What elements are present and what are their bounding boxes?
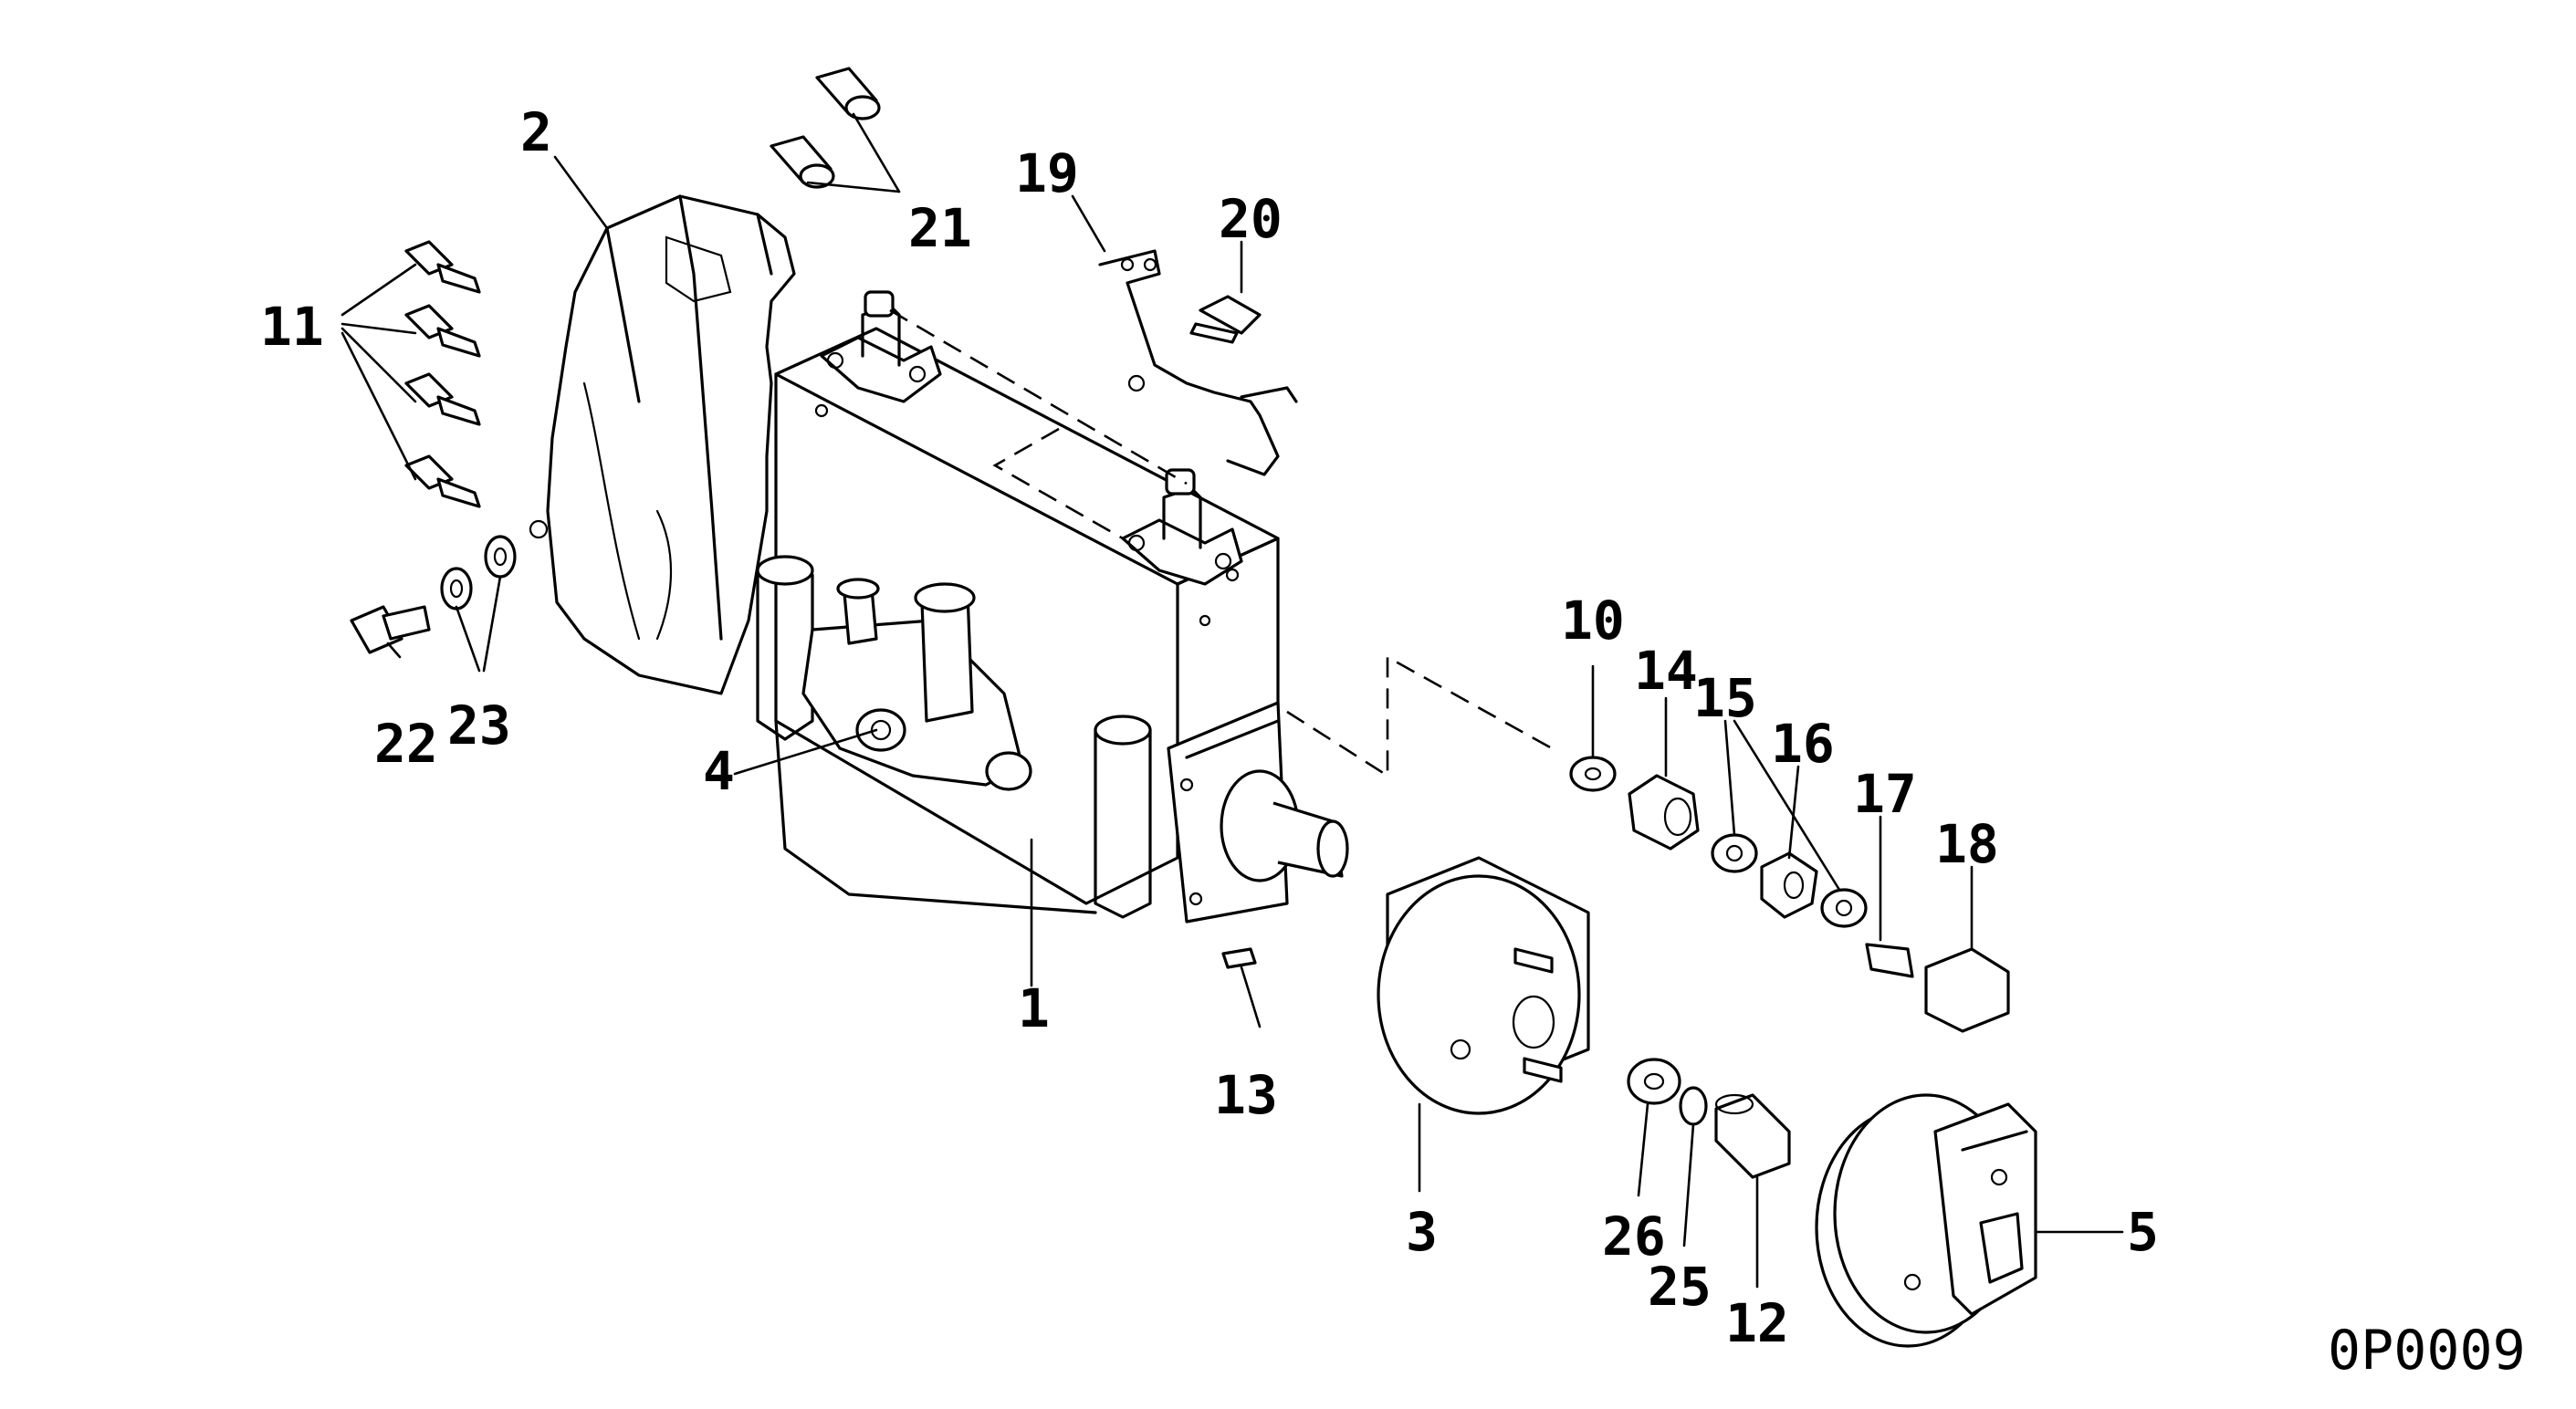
callout-labels: 2 11 21 19 20 22 23 4 1 13 3 10 14 15 16… [260,101,2526,1383]
fitting-icon [404,372,481,426]
callout-26: 26 [1602,1205,1666,1268]
washer-part [1820,888,1868,928]
leader-lines [340,112,2124,1289]
callout-15: 15 [1693,667,1757,729]
callout-20: 20 [1219,188,1283,250]
fitting-icon [404,240,481,294]
callout-12: 12 [1725,1292,1789,1354]
small-parts-row [1569,756,2010,1179]
callout-19: 19 [1015,142,1079,204]
screw-part [1865,943,1914,978]
injection-pump-body-part [756,290,1553,924]
callout-25: 25 [1648,1256,1712,1318]
coupling-part [1815,1093,2037,1348]
timer-plate-part [1377,856,1590,1115]
callout-23: 23 [447,694,511,757]
callout-16: 16 [1771,713,1835,775]
callout-4: 4 [703,740,735,802]
callout-3: 3 [1406,1201,1438,1263]
washer-part [1711,833,1758,873]
callout-11: 11 [260,296,324,358]
nut-part [1628,774,1700,851]
callout-14: 14 [1634,640,1698,702]
callout-21: 21 [908,197,972,259]
nut-part [1760,851,1818,919]
bracket-part [1098,249,1298,476]
plunger-part [1714,1093,1791,1179]
cap-nut-part [1924,947,2010,1033]
washer-part [1627,1058,1681,1105]
callout-22: 22 [374,713,438,775]
washer-part [1569,756,1617,792]
woodruff-key-part [1221,947,1257,969]
connector-fittings-part [404,240,481,508]
figure-code: 0P0009 [2328,1319,2526,1383]
o-ring-part [1679,1086,1708,1126]
callout-5: 5 [2127,1201,2159,1263]
callout-13: 13 [1214,1064,1278,1126]
fitting-icon [404,304,481,358]
feed-pump-part [801,578,1032,791]
governor-housing-part [529,194,796,695]
cap-part [770,67,881,189]
bolt-washers-part [350,535,517,654]
bolt-part [1189,295,1262,344]
callout-17: 17 [1853,763,1917,825]
callout-18: 18 [1935,813,1999,875]
callout-1: 1 [1018,977,1050,1039]
fitting-icon [404,454,481,508]
callout-2: 2 [520,101,552,163]
callout-10: 10 [1561,590,1625,652]
